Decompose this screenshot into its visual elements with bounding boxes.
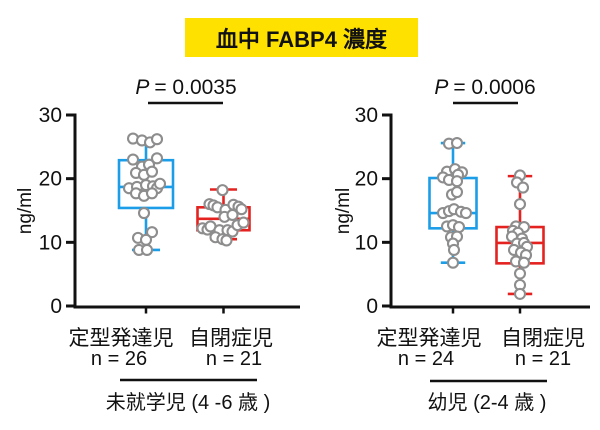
data-point (459, 206, 473, 220)
data-point (216, 184, 229, 197)
data-point (447, 243, 461, 257)
n-label-td-left: n = 26 (90, 348, 148, 370)
data-point (237, 216, 250, 229)
n-label-asd-left: n = 21 (205, 348, 263, 370)
data-point (517, 256, 531, 269)
y-tick-label: 30 (355, 104, 378, 127)
p-value-text: = 0.0035 (154, 76, 237, 99)
data-point (220, 234, 233, 247)
data-point (145, 187, 159, 200)
y-tick-label: 0 (366, 295, 378, 318)
data-point (145, 226, 159, 239)
data-point (140, 243, 154, 257)
group-label-td-left: 定型発達児 (68, 327, 174, 350)
y-tick-label: 30 (39, 104, 62, 127)
data-point (150, 152, 164, 165)
y-axis-title: ng/ml (15, 188, 36, 234)
data-point (450, 136, 464, 150)
data-point (126, 153, 140, 166)
group-label-asd-right: 自閉症児 (501, 327, 585, 350)
data-point (450, 175, 464, 188)
data-point (516, 181, 530, 194)
p-value-text: = 0.0006 (453, 76, 536, 99)
y-tick-label: 20 (355, 168, 378, 191)
caption-toddler: 幼児 (2-4 歳 ) (427, 392, 547, 414)
n-label-asd-right: n = 21 (514, 348, 572, 370)
n-label-td-right: n = 24 (397, 348, 455, 370)
y-tick-label: 0 (50, 295, 62, 318)
figure-title-text: 血中 FABP4 濃度 (215, 26, 388, 52)
data-point (226, 208, 239, 222)
y-tick-label: 10 (39, 231, 62, 254)
p-symbol: P (135, 76, 150, 99)
data-point (139, 233, 153, 246)
data-point (450, 185, 464, 199)
y-tick-label: 10 (355, 231, 378, 254)
group-label-asd-left: 自閉症児 (189, 327, 273, 350)
data-point (137, 206, 151, 220)
p-value-right: P= 0.0006 (434, 76, 535, 100)
data-point (145, 165, 159, 178)
data-point (235, 203, 248, 216)
data-point (513, 287, 527, 300)
data-point (446, 256, 460, 269)
data-point (513, 267, 527, 280)
data-point (150, 133, 164, 146)
p-value-left: P= 0.0035 (135, 76, 236, 100)
data-point (513, 198, 527, 211)
caption-preschool: 未就学児 (4 -6 歳 ) (105, 392, 271, 414)
p-symbol: P (434, 76, 449, 99)
group-label-td-right: 定型発達児 (376, 327, 482, 350)
y-tick-label: 20 (39, 168, 62, 191)
data-point (452, 221, 466, 234)
y-axis-title: ng/ml (333, 188, 354, 234)
data-point (153, 177, 167, 190)
figure-title: 血中 FABP4 濃度 (185, 18, 418, 57)
